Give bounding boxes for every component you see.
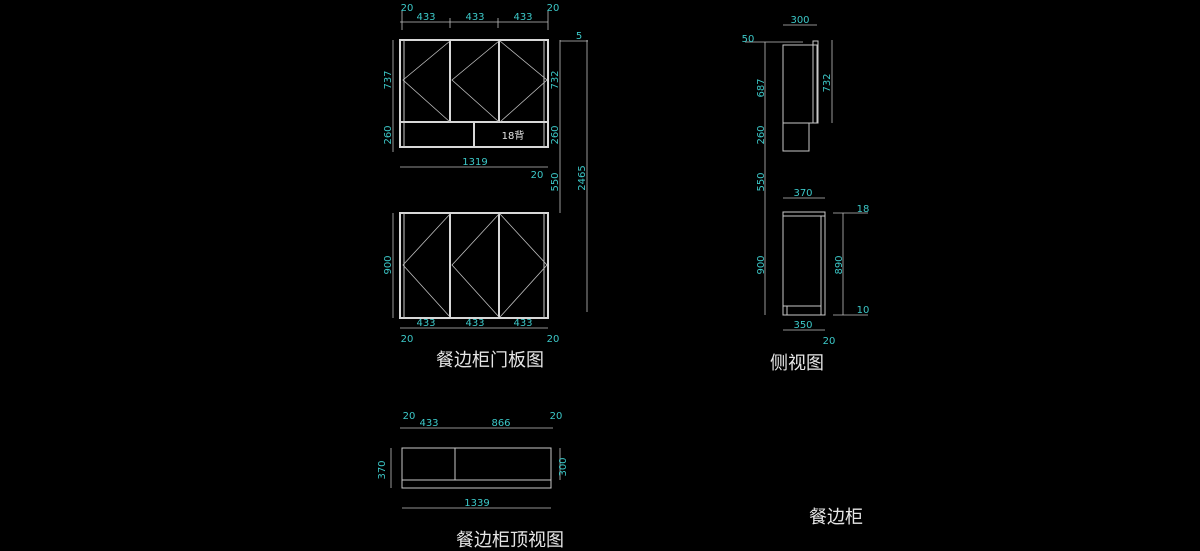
dim-text: 300 (558, 457, 569, 476)
dim-text: 433 (416, 12, 435, 23)
dim-text: 737 (383, 70, 394, 89)
drawer-label: 18背 (502, 129, 525, 142)
dim-text: 900 (383, 255, 394, 274)
dim-text: 260 (383, 125, 394, 144)
side-view-title: 侧视图 (770, 353, 824, 374)
dim-text: 732 (822, 73, 833, 92)
drawing-title: 餐边柜 (809, 507, 863, 528)
dim-text: 1319 (462, 157, 487, 168)
dim-text: 433 (419, 418, 438, 429)
dim-text: 20 (531, 170, 544, 181)
dim-text: 20 (547, 3, 560, 14)
front-view-title: 餐边柜门板图 (436, 350, 544, 371)
dim-text: 20 (403, 411, 416, 422)
dim-text: 866 (491, 418, 510, 429)
dim-text: 433 (513, 12, 532, 23)
side-view-upper: 300 50 687 260 550 732 (742, 15, 833, 213)
dim-text: 300 (790, 15, 809, 26)
dim-text: 433 (465, 318, 484, 329)
dim-text: 18 (857, 204, 870, 215)
dim-text: 20 (401, 334, 414, 345)
dim-text: 732 (550, 70, 561, 89)
side-view-lower: 370 900 890 18 10 350 20 (756, 188, 869, 347)
dim-text: 370 (377, 460, 388, 479)
dim-text: 20 (401, 3, 414, 14)
dim-text: 50 (742, 34, 755, 45)
dim-text: 20 (550, 411, 563, 422)
top-view-title: 餐边柜顶视图 (456, 530, 564, 551)
dim-text: 687 (756, 78, 767, 97)
dim-text: 550 (550, 172, 561, 191)
front-upper-dimensions: 20 433 433 433 20 737 260 732 260 5 1319… (383, 3, 588, 312)
dim-text: 10 (857, 305, 870, 316)
front-upper-cabinet (399, 39, 549, 148)
dim-text: 890 (834, 255, 845, 274)
dim-text: 550 (756, 172, 767, 191)
dim-text: 260 (756, 125, 767, 144)
dim-text: 1339 (464, 498, 489, 509)
dim-text: 350 (793, 320, 812, 331)
dim-text: 900 (756, 255, 767, 274)
dim-text: 370 (793, 188, 812, 199)
dim-text: 5 (576, 31, 582, 42)
dim-text: 433 (416, 318, 435, 329)
dim-text: 260 (550, 125, 561, 144)
dim-text: 20 (547, 334, 560, 345)
dim-text: 2465 (577, 165, 588, 190)
dim-text: 433 (465, 12, 484, 23)
dim-text: 433 (513, 318, 532, 329)
front-lower-cabinet: 900 20 433 433 433 20 (383, 212, 560, 345)
dim-text: 20 (823, 336, 836, 347)
top-view: 20 433 866 20 370 300 1339 (377, 411, 569, 509)
